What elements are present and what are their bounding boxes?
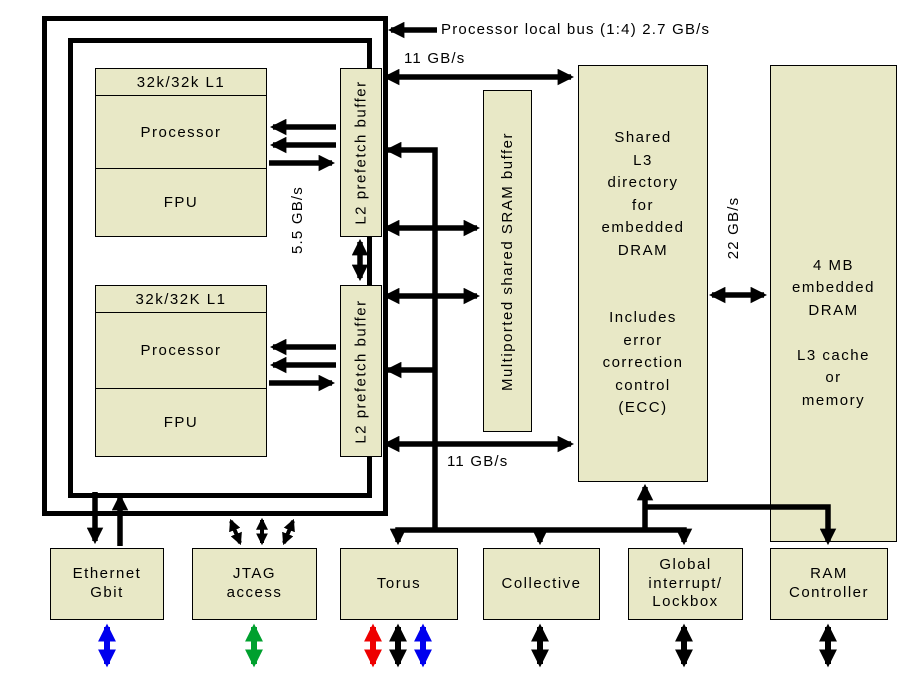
- cpu2-fpu-label: FPU: [163, 414, 199, 431]
- ram-controller-label: RAM Controller: [788, 565, 870, 601]
- io-box-jtag: JTAG access: [192, 548, 317, 620]
- cpu1-block: 32k/32k L1 Processor FPU: [95, 68, 267, 237]
- chip-outer-frame: [42, 16, 388, 516]
- jtag-label: JTAG access: [226, 565, 283, 601]
- l3-directory-box: Shared L3 directory for embedded DRAM In…: [578, 65, 708, 482]
- global-interrupt-label: Global interrupt/ Lockbox: [648, 555, 723, 611]
- io-box-collective: Collective: [483, 548, 600, 620]
- l2b-prefetch-buffer-box: L2 prefetch buffer: [340, 285, 382, 457]
- cpu2-block: 32k/32K L1 Processor FPU: [95, 285, 267, 457]
- cpu2-processor-label: Processor: [96, 313, 266, 389]
- embedded-dram-label: 4 MB embedded DRAM L3 cache or memory: [792, 256, 875, 409]
- jtag-signal-arrow-right: [282, 518, 295, 546]
- bandwidth-5-5gbs-label: 5.5 GB/s: [289, 186, 306, 254]
- cpu1-l1-cache-label: 32k/32k L1: [96, 69, 266, 96]
- bandwidth-11gbs-top-label: 11 GB/s: [404, 50, 466, 67]
- processor-local-bus-label: Processor local bus (1:4) 2.7 GB/s: [441, 21, 711, 38]
- io-box-ram-controller: RAM Controller: [770, 548, 888, 620]
- bottom-bus-torus-global: [389, 527, 693, 546]
- l3-directory-label: Shared L3 directory for embedded DRAM In…: [601, 129, 685, 417]
- bandwidth-11gbs-bottom-label: 11 GB/s: [447, 453, 509, 470]
- cpu1-fpu-label: FPU: [163, 194, 199, 211]
- chip-inner-frame: [68, 38, 372, 498]
- io-box-ethernet: Ethernet Gbit: [50, 548, 164, 620]
- io-box-global-interrupt: Global interrupt/ Lockbox: [628, 548, 743, 620]
- io-box-torus: Torus: [340, 548, 458, 620]
- cpu2-l1-cache-label: 32k/32K L1: [96, 286, 266, 313]
- bandwidth-22gbs-label: 22 GB/s: [725, 196, 742, 260]
- collective-label: Collective: [501, 574, 582, 592]
- l2a-prefetch-buffer-box: L2 prefetch buffer: [340, 68, 382, 237]
- embedded-dram-box: 4 MB embedded DRAM L3 cache or memory: [770, 65, 897, 542]
- sram-buffer-box: Multiported shared SRAM buffer: [483, 90, 532, 432]
- jtag-signal-arrow-left: [229, 518, 242, 546]
- snoop-trunk-to-l2a: [384, 141, 438, 530]
- sram-label: Multiported shared SRAM buffer: [499, 131, 516, 391]
- ethernet-label: Ethernet Gbit: [72, 565, 142, 601]
- cpu1-processor-label: Processor: [96, 96, 266, 169]
- torus-label: Torus: [376, 574, 422, 592]
- l2a-label: L2 prefetch buffer: [352, 80, 370, 225]
- l2b-label: L2 prefetch buffer: [352, 298, 370, 444]
